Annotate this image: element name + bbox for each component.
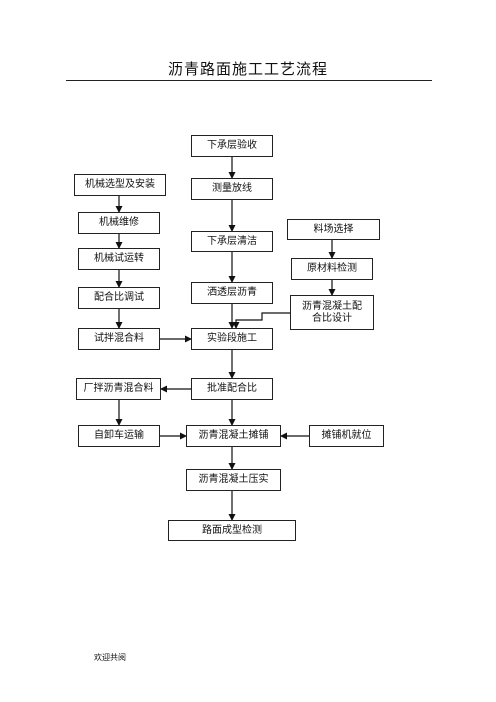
step-plant-mix: 厂拌沥青混合料 xyxy=(76,378,161,400)
step-trial-section: 实验段施工 xyxy=(191,328,273,350)
footer-text: 欢迎共阅 xyxy=(94,653,126,662)
page-title: 沥青路面施工工艺流程 xyxy=(167,60,328,78)
step-paver-in-position: 摊铺机就位 xyxy=(309,425,384,447)
step-dump-truck-transport: 自卸车运输 xyxy=(78,425,160,447)
step-raw-material-testing: 原材料检测 xyxy=(291,258,373,280)
step-pavement-inspection: 路面成型检测 xyxy=(168,520,296,541)
step-approve-mix-ratio: 批准配合比 xyxy=(191,378,273,400)
step-mix-ratio-debug: 配合比调试 xyxy=(78,287,160,309)
step-lower-layer-acceptance: 下承层验收 xyxy=(191,135,273,157)
step-machine-trial-run: 机械试运转 xyxy=(78,248,160,270)
step-prime-coat: 洒透层沥青 xyxy=(191,282,273,304)
arrow-design-to-trial xyxy=(232,312,290,329)
step-lower-layer-cleaning: 下承层清洁 xyxy=(191,231,273,252)
title-underline xyxy=(66,80,432,81)
step-trial-mixing: 试拌混合料 xyxy=(78,328,160,350)
step-asphalt-compaction: 沥青混凝土压实 xyxy=(186,469,281,491)
step-asphalt-paving: 沥青混凝土摊铺 xyxy=(186,425,281,447)
step-machine-selection: 机械选型及安装 xyxy=(74,174,166,196)
step-material-site-selection: 料场选择 xyxy=(287,219,380,240)
step-mix-design: 沥青混凝土配合比设计 xyxy=(290,295,374,330)
step-survey-setout: 测量放线 xyxy=(191,178,273,200)
step-machine-repair: 机械维修 xyxy=(78,212,160,234)
